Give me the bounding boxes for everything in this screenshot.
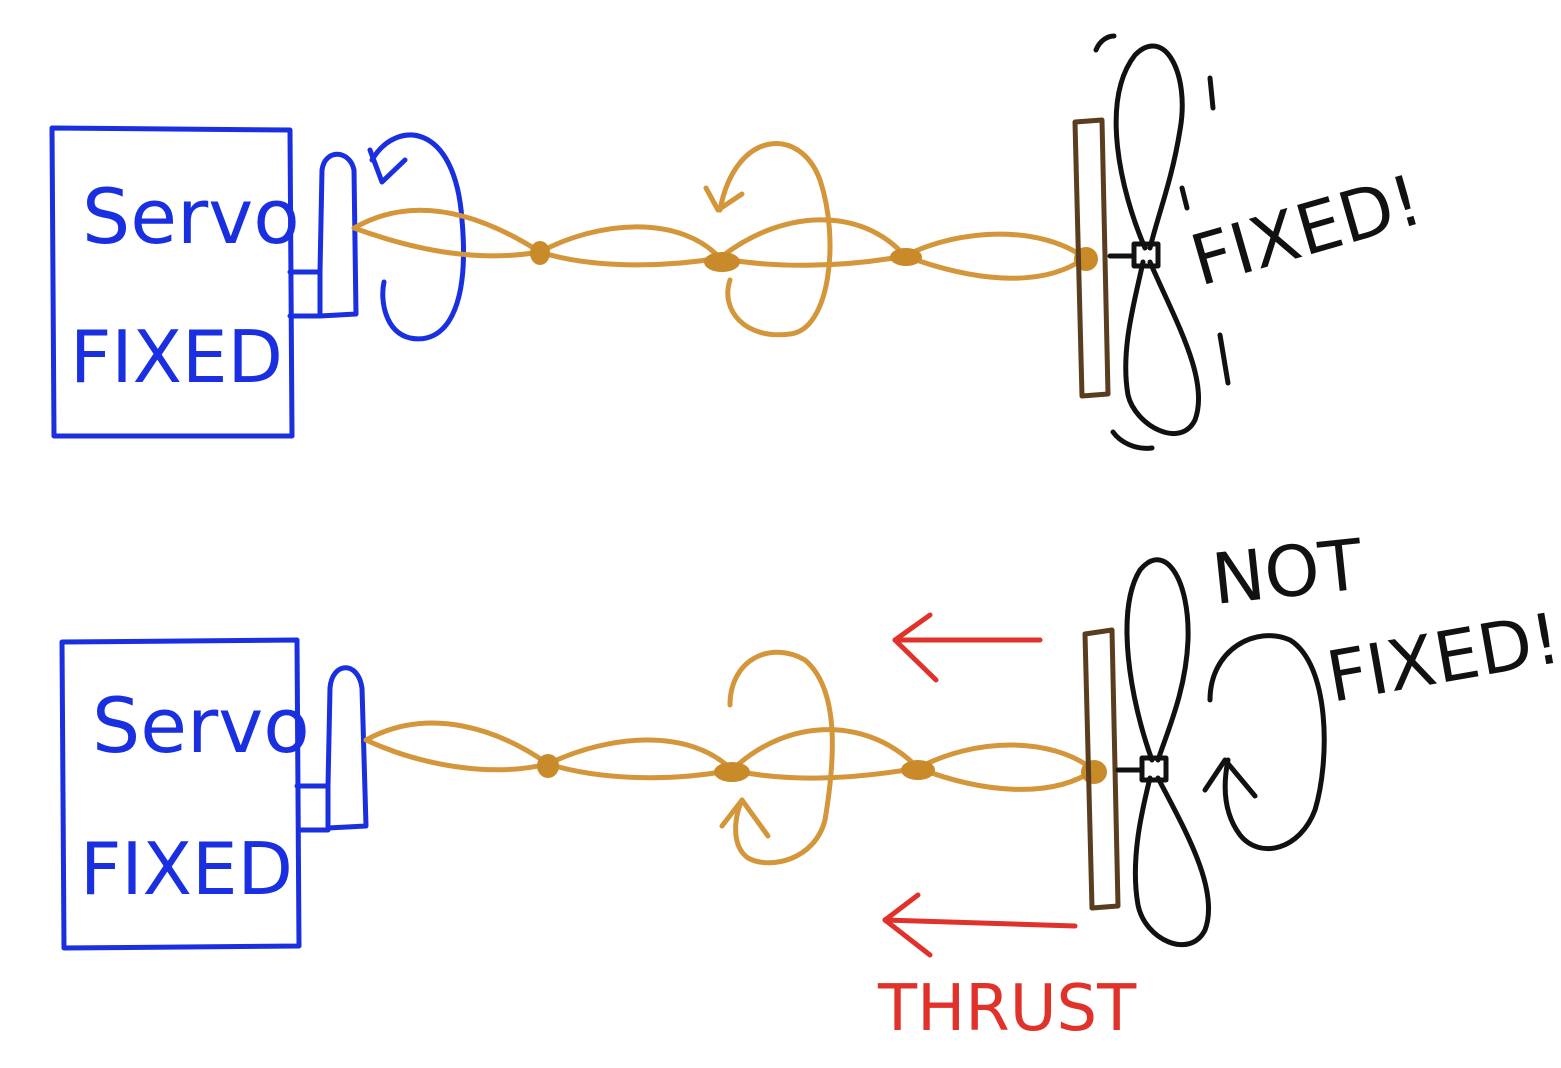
twisted-rubber-band-bottom — [363, 720, 1107, 792]
curved-arrow-icon — [1202, 633, 1327, 852]
scene-top: Servo FIXED — [49, 33, 1431, 451]
propeller-icon — [1093, 33, 1231, 451]
knot — [901, 760, 935, 780]
propeller-stand-bottom — [1082, 627, 1121, 911]
left-arrow-icon — [882, 892, 1078, 958]
servo-state-bottom: FIXED — [80, 827, 293, 911]
propeller-state-bottom-line2: FIXED! — [1321, 597, 1561, 719]
curved-arrow-icon — [719, 649, 835, 866]
servo-label-bottom: Servo — [92, 681, 310, 770]
knot — [1081, 760, 1107, 784]
propeller-icon — [1115, 557, 1212, 948]
curved-arrow-icon — [367, 132, 466, 342]
propeller-state-top: FIXED! — [1182, 159, 1431, 303]
servo-box-bottom — [59, 637, 369, 951]
servo-state-top: FIXED — [70, 315, 283, 399]
thrust-label: THRUST — [877, 972, 1137, 1046]
twisted-rubber-band-top — [351, 207, 1098, 281]
servo-label-top: Servo — [82, 172, 300, 261]
knot — [704, 252, 740, 272]
left-arrow-icon — [892, 612, 1043, 683]
knot — [537, 754, 559, 778]
propeller-state-bottom-line1: NOT — [1208, 524, 1366, 621]
knot — [530, 241, 550, 265]
curved-arrow-icon — [703, 141, 833, 338]
propeller-stand-top — [1072, 117, 1111, 399]
scene-bottom: Servo FIXED THRUST — [59, 524, 1561, 1046]
knot — [714, 762, 750, 782]
servo-box-top — [49, 125, 359, 439]
knot — [890, 248, 922, 266]
